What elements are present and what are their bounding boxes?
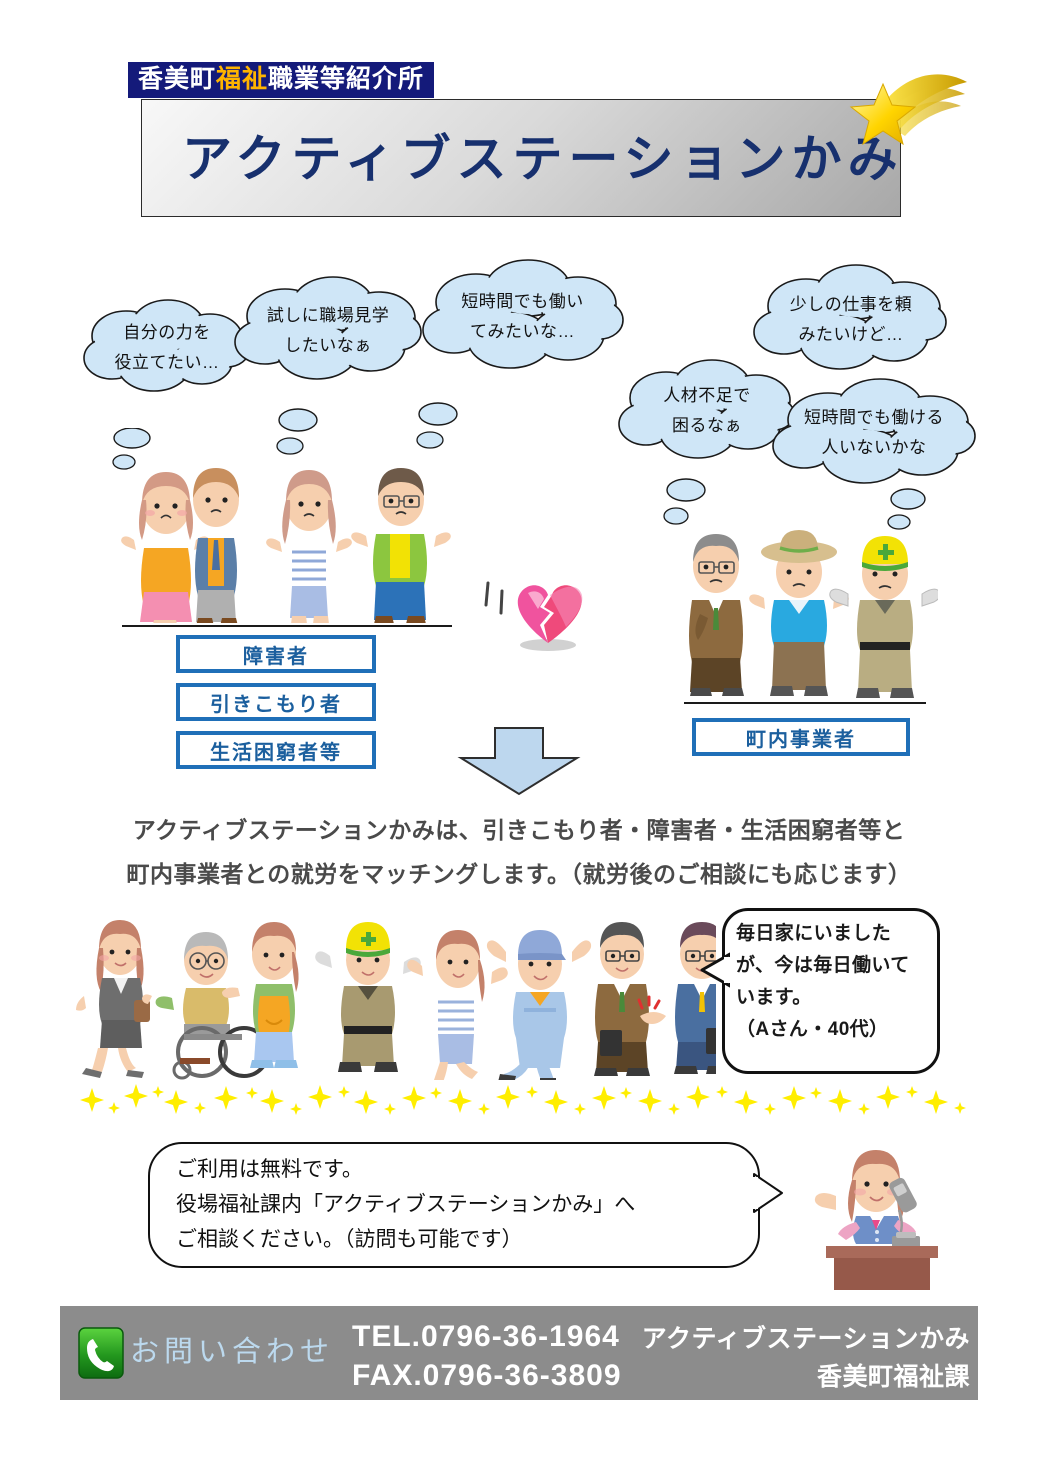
statement-line-1: アクティブステーションかみは、引きこもり者・障害者・生活困窮者等と [132, 817, 906, 843]
org-name-2: 香美町福祉課 [816, 1363, 970, 1391]
thought-bubble-seeker-1-dots [112, 428, 151, 470]
subtitle-prefix: 香美町 [138, 65, 217, 93]
thought-bubble-seeker-3-dots [416, 402, 458, 449]
info-line-1: ご利用は無料です。 [176, 1157, 363, 1181]
tag-label: 障害者 [243, 645, 309, 668]
tag-label: 生活困窮者等 [210, 741, 342, 764]
thought-bubble-seeker-2-dots [276, 408, 318, 455]
testimonial-line-4: （Aさん・40代） [736, 1019, 889, 1040]
title-frame [141, 99, 901, 217]
tag-disabled-persons: 障害者 [176, 635, 376, 673]
info-bubble-tail [752, 1173, 783, 1213]
thought-bubble-employer-2: 人材不足で 困るなぁ [618, 352, 796, 470]
thought-bubble-employer-3-dots [887, 488, 926, 530]
page-title: アクティブステーションかみ [182, 131, 904, 187]
subtitle-highlight: 福祉 [216, 65, 269, 93]
subtitle-banner: 香美町福祉職業等紹介所 [128, 62, 435, 99]
contact-numbers: TEL.0796-36-1964 FAX.0796-36-3809 [352, 1317, 622, 1395]
info-line-3: ご相談ください。（訪問も可能です） [176, 1227, 523, 1251]
illustration-employers [689, 530, 938, 698]
info-text: ご利用は無料です。 役場福祉課内「アクティブステーションかみ」へ ご相談ください… [176, 1152, 756, 1257]
thought-bubble-seeker-3: 短時間でも働い てみたいな… [420, 252, 625, 382]
subtitle-suffix: 職業等紹介所 [268, 65, 425, 93]
tag-local-businesses: 町内事業者 [692, 718, 910, 756]
thought-bubble-seeker-1: 自分の力を 役立てたい… [82, 288, 252, 408]
shooting-star-icon [849, 74, 967, 146]
illustration-troubled-people [121, 468, 451, 623]
info-speech-bubble [148, 1142, 760, 1268]
info-line-2: 役場福祉課内「アクティブステーションかみ」へ [176, 1192, 636, 1216]
right-ground-line [684, 702, 926, 704]
tag-needy-persons: 生活困窮者等 [176, 731, 376, 769]
sparkle-divider [80, 1084, 966, 1115]
org-name-1: アクティブステーションかみ [641, 1325, 970, 1353]
testimonial-text: 毎日家にいました が、今は毎日働いて います。 （Aさん・40代） [736, 918, 932, 1046]
illustration-receptionist [814, 1150, 938, 1290]
fax-number: FAX.0796-36-3809 [352, 1359, 622, 1392]
tag-label: 引きこもり者 [210, 693, 342, 716]
thought-bubble-employer-2-dots [663, 478, 706, 525]
organization-names: アクティブステーションかみ 香美町福祉課 [640, 1320, 970, 1396]
contact-footer-bar [60, 1306, 978, 1400]
illustration-happy-people [76, 920, 716, 1080]
thought-bubble-employer-3: 短時間でも働ける 人いないかな [770, 372, 978, 494]
contact-label: お問い合わせ [130, 1336, 335, 1368]
tag-label: 町内事業者 [746, 728, 856, 751]
tag-hikikomori: 引きこもり者 [176, 683, 376, 721]
testimonial-line-2: が、今は毎日働いて [736, 955, 910, 976]
thought-bubble-seeker-2: 試しに職場見学 したいなぁ [233, 268, 423, 393]
down-arrow-icon [457, 727, 581, 796]
left-ground-line [122, 625, 452, 627]
statement-line-2: 町内事業者との就労をマッチングします。（就労後のご相談にも応じます） [126, 861, 912, 887]
testimonial-line-1: 毎日家にいました [736, 923, 892, 944]
tel-number: TEL.0796-36-1964 [352, 1320, 620, 1353]
main-statement: アクティブステーションかみは、引きこもり者・障害者・生活困窮者等と 町内事業者と… [0, 808, 1038, 896]
broken-heart-icon [484, 581, 583, 651]
testimonial-bubble-tail [700, 952, 730, 988]
phone-icon [78, 1327, 124, 1379]
testimonial-line-3: います。 [736, 987, 812, 1008]
testimonial-bubble [722, 908, 940, 1074]
